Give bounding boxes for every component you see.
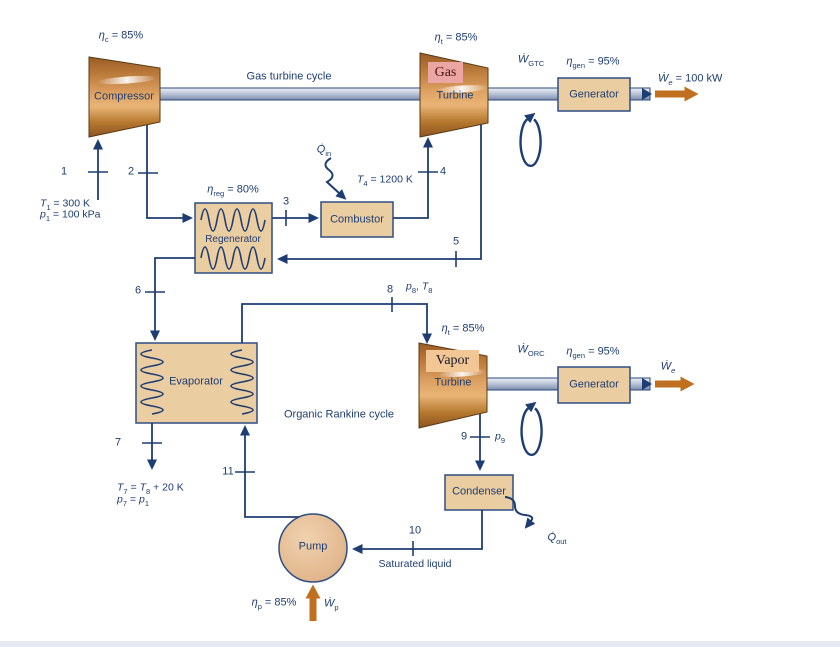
power-arrows xyxy=(305,86,699,621)
heat-out-label: Q̇out xyxy=(547,531,567,546)
state8-line xyxy=(241,303,432,344)
compressor-label: Compressor xyxy=(94,90,154,103)
regenerator-label: Regenerator xyxy=(205,234,261,245)
compressor-shape xyxy=(88,56,161,138)
orc-generator-efficiency: ηgen = 95% xyxy=(566,345,620,360)
state-1: 1 xyxy=(60,165,68,178)
p1-label: p1 = 100 kPa xyxy=(40,208,101,223)
pump-circle xyxy=(278,513,348,583)
regenerator-coils xyxy=(200,208,266,270)
orc-title: Organic Rankine cycle xyxy=(283,408,395,421)
vapor-turbine-efficiency: ηt = 85% xyxy=(441,322,485,337)
compressor-efficiency: ηc = 85% xyxy=(98,29,144,44)
state-lines xyxy=(93,124,485,554)
p8-t8-label: p8, T8 xyxy=(406,280,433,295)
pump-label: Pump xyxy=(298,540,328,553)
heat-in-arrow xyxy=(324,157,347,200)
state-4: 4 xyxy=(439,165,447,178)
pump-power-label: Ẇp xyxy=(324,597,339,612)
evaporator-coils xyxy=(140,349,254,415)
heat-out-arrow xyxy=(504,496,536,529)
combustor-label: Combustor xyxy=(330,213,384,226)
generator-box-orc xyxy=(557,366,631,404)
gas-turbine-efficiency: ηt = 85% xyxy=(434,31,478,46)
gas-generator-efficiency: ηgen = 95% xyxy=(566,55,620,70)
bottom-strip xyxy=(0,641,840,647)
gas-word-highlight: Gas xyxy=(428,62,463,83)
state-3: 3 xyxy=(282,195,290,208)
state-6: 6 xyxy=(134,284,142,297)
evaporator-label: Evaporator xyxy=(169,375,223,388)
saturated-liquid-label: Saturated liquid xyxy=(378,557,452,570)
condenser-label: Condenser xyxy=(452,485,506,498)
state-10: 10 xyxy=(408,524,422,537)
vapor-word-highlight: Vapor xyxy=(426,350,479,372)
state4-line xyxy=(393,137,433,219)
net-power-label-orc: Ẇe xyxy=(660,360,676,375)
state10-line xyxy=(352,510,483,554)
gtc-shaft-power-label: ẆGTC xyxy=(517,53,545,68)
heat-in-label: Q̇in xyxy=(316,143,332,158)
t1-label: T1 = 300 K xyxy=(40,197,90,212)
regenerator-efficiency: ηreg = 80% xyxy=(207,183,259,198)
condenser-box xyxy=(444,474,514,511)
t7-label: T7 = T8 + 20 K xyxy=(117,481,184,496)
gas-generator-label: Generator xyxy=(569,88,619,101)
state-7: 7 xyxy=(114,436,122,449)
p7-label: p7 = p1 xyxy=(117,493,149,508)
state11-line xyxy=(240,425,299,518)
state-11: 11 xyxy=(222,465,234,478)
t4-label: T4 = 1200 K xyxy=(357,173,413,188)
gas-cycle-title: Gas turbine cycle xyxy=(246,70,332,83)
state-2: 2 xyxy=(127,165,135,178)
generator-box-gas xyxy=(557,77,631,112)
net-power-label-gas: Ẇe = 100 kW xyxy=(658,72,723,87)
orc-generator-label: Generator xyxy=(569,378,619,391)
state-5: 5 xyxy=(452,235,460,248)
vapor-turbine-label: Turbine xyxy=(434,376,472,389)
state-9: 9 xyxy=(460,430,468,443)
rotation-arrow-orc xyxy=(520,401,543,457)
state6-line xyxy=(150,257,195,341)
orc-shaft-power-label: ẆORC xyxy=(517,343,545,358)
state2-line xyxy=(146,125,193,223)
combustor-box xyxy=(320,201,394,238)
state5-line xyxy=(277,124,482,264)
rotation-arrow-gtc xyxy=(519,112,542,168)
state-8: 8 xyxy=(386,283,394,296)
state-ticks xyxy=(88,171,490,556)
p9-label: p9 xyxy=(494,430,506,445)
gas-turbine-label: Turbine xyxy=(436,89,474,102)
pump-efficiency: ηp = 85% xyxy=(251,596,297,611)
